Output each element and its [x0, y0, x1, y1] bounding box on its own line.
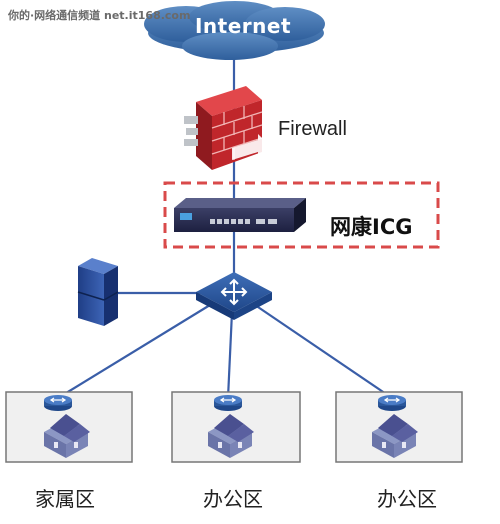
zone-label-family: 家属区: [35, 487, 95, 511]
watermark-text: 你的·网络通信频道 net.it168.com: [8, 9, 191, 22]
icg-highlight-box: [163, 181, 440, 249]
firewall-icon: [184, 86, 270, 170]
internet-label: Internet: [194, 14, 292, 38]
switch-icon: [196, 272, 272, 320]
zone-1: [5, 391, 133, 463]
link-switch-zone3: [254, 304, 393, 399]
link-switch-zone2: [226, 311, 234, 399]
cloud-icon: [144, 1, 325, 60]
server-icon: [77, 258, 119, 326]
firewall-label: Firewall: [278, 118, 347, 140]
link-switch-zone1: [57, 304, 211, 399]
zone-label-office-1: 办公区: [203, 487, 263, 511]
zone-2: [171, 391, 301, 463]
router-icon: [377, 394, 407, 412]
icg-label: 网康ICG: [330, 215, 413, 239]
router-icon: [213, 394, 243, 412]
icg-device-icon: [174, 198, 306, 232]
zone-3: [335, 391, 463, 463]
router-icon: [43, 394, 73, 412]
links: [57, 55, 393, 399]
zone-label-office-2: 办公区: [377, 487, 437, 511]
